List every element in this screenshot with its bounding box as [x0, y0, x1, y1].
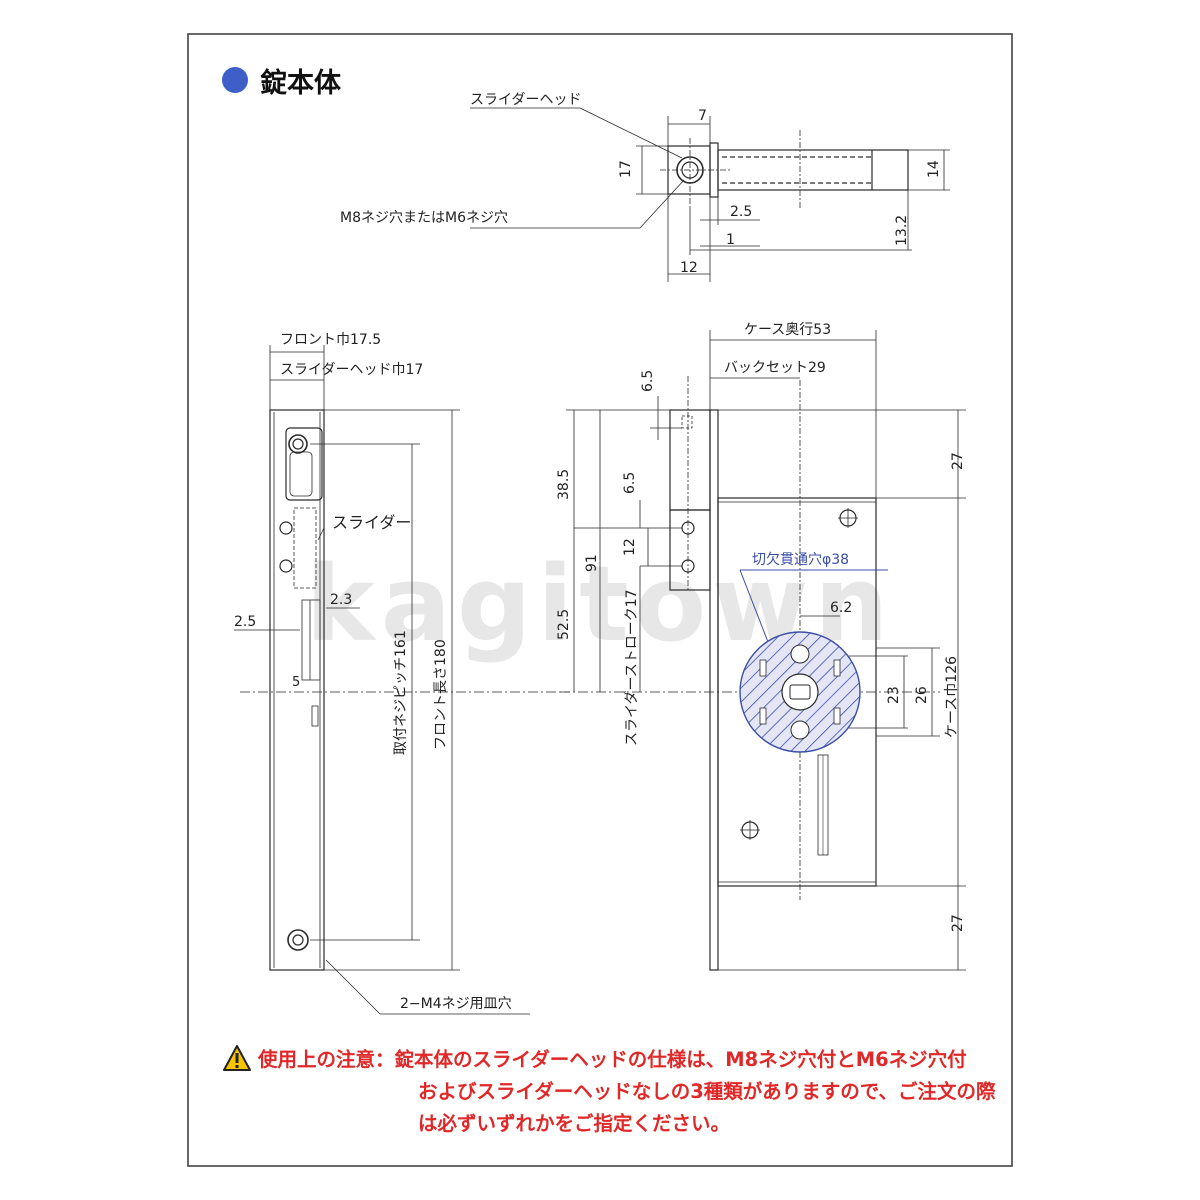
top-dim-14: 14 — [926, 160, 942, 178]
front-dim-2-5: 2.5 — [234, 614, 256, 630]
holes-label: 2−M4ネジ用皿穴 — [400, 996, 512, 1012]
side-dim-52-5: 52.5 — [556, 609, 572, 640]
caution-line-1: 錠本体のスライダーヘッドの仕様は、M8ネジ穴付とM6ネジ穴付 — [394, 1048, 967, 1071]
bullet-circle-icon — [222, 67, 248, 93]
warning-triangle-icon — [223, 1045, 251, 1071]
cutout-label: 切欠貫通穴φ38 — [752, 552, 849, 568]
slider-head-label: スライダーヘッド — [470, 92, 581, 108]
caution-note: 使用上の注意： 錠本体のスライダーヘッドの仕様は、M8ネジ穴付とM6ネジ穴付 お… — [222, 1044, 1002, 1140]
case-depth-label: ケース奥行53 — [744, 321, 831, 338]
side-dim-27-bottom: 27 — [950, 914, 966, 932]
backset-label: バックセット29 — [724, 360, 826, 376]
front-width-label: フロント巾17.5 — [280, 332, 381, 348]
caution-line-2: およびスライダーヘッドなしの3種類がありますので、ご注文の際 — [418, 1080, 996, 1103]
thread-hole-label: M8ネジ穴またはM6ネジ穴 — [340, 210, 508, 226]
side-dim-38-5: 38.5 — [556, 469, 572, 500]
side-dim-91: 91 — [584, 554, 600, 572]
cylinder-cutout — [739, 569, 888, 753]
top-dim-2-5: 2.5 — [730, 204, 752, 220]
front-dim-5: 5 — [292, 675, 300, 690]
slider-label: スライダー — [332, 513, 411, 532]
top-dim-17: 17 — [618, 160, 634, 178]
front-view — [234, 345, 570, 1015]
top-dim-1: 1 — [726, 232, 735, 248]
side-dim-6-5b: 6.5 — [622, 472, 638, 494]
top-view — [470, 107, 950, 282]
top-dim-7: 7 — [698, 108, 707, 124]
section-title: 錠本体 — [260, 67, 341, 99]
stroke-label: スライダーストローク17 — [624, 589, 640, 746]
side-dim-23: 23 — [886, 686, 902, 704]
head-width-label: スライダーヘッド巾17 — [280, 362, 423, 378]
pitch-label: 取付ネジピッチ161 — [393, 630, 409, 755]
page-border — [187, 33, 1013, 1167]
front-length-label: フロント長さ180 — [433, 639, 449, 750]
section-heading: 錠本体 — [222, 62, 341, 99]
side-dim-27-top: 27 — [950, 452, 966, 470]
side-dim-26: 26 — [914, 686, 930, 704]
side-dim-6-5a: 6.5 — [640, 370, 656, 392]
top-dim-13-2: 13.2 — [894, 215, 910, 246]
caution-label: 使用上の注意： — [258, 1048, 395, 1071]
top-dim-12: 12 — [680, 260, 698, 276]
caution-line-3: は必ずいずれかをご指定ください。 — [418, 1112, 731, 1135]
front-dim-2-3: 2.3 — [330, 592, 352, 608]
case-width-label: ケース巾126 — [944, 656, 960, 738]
side-dim-12: 12 — [622, 538, 638, 556]
side-dim-6-2: 6.2 — [830, 600, 852, 616]
